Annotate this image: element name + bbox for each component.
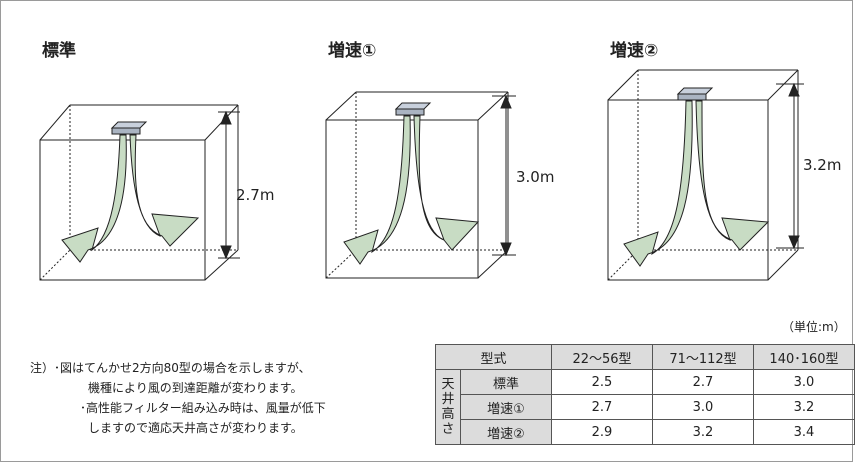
note-line-4: しますので適応天井高さが変わります。 xyxy=(88,421,303,435)
panel-title-speedup-2: 増速② xyxy=(610,41,659,61)
airflow-arrows-icon xyxy=(61,134,200,263)
side-label-char: さ xyxy=(441,422,455,437)
height-label-speedup-2: 3.2m xyxy=(803,156,842,174)
room-diagram-standard xyxy=(39,104,240,281)
row-label: 標準 xyxy=(460,369,552,395)
table-header-row: 型式 22〜56型 71〜112型 140･160型 xyxy=(435,344,855,370)
ceiling-height-side-label: 天 井 高 さ xyxy=(435,369,461,445)
table-header-model: 型式 xyxy=(435,344,552,370)
height-label-standard: 2.7m xyxy=(236,186,275,204)
table-cell: 2.5 xyxy=(551,369,653,395)
table-header-col: 71〜112型 xyxy=(652,344,754,370)
unit-note: （単位:m） xyxy=(782,320,846,334)
table-row: 増速① 2.7 3.0 3.2 xyxy=(436,394,855,420)
ceiling-unit-icon xyxy=(110,121,148,135)
table-cell: 3.4 xyxy=(753,419,855,445)
ceiling-unit-icon xyxy=(394,102,432,116)
note-line-1: 注）･図はてんかせ2方向80型の場合を示しますが、 xyxy=(30,361,311,375)
side-label-char: 井 xyxy=(441,392,455,407)
panel-title-speedup-1: 増速① xyxy=(328,41,377,61)
table-cell: 3.2 xyxy=(652,419,754,445)
side-label-char: 高 xyxy=(441,407,455,422)
height-label-speedup-1: 3.0m xyxy=(516,168,555,186)
row-label: 増速① xyxy=(460,394,552,420)
table-cell: 3.2 xyxy=(753,394,855,420)
airflow-arrows-icon xyxy=(623,100,770,267)
table-header-col: 140･160型 xyxy=(753,344,855,370)
table-row: 増速② 2.9 3.2 3.4 xyxy=(436,419,855,445)
row-label: 増速② xyxy=(460,419,552,445)
side-label-char: 天 xyxy=(441,377,455,392)
table-cell: 2.7 xyxy=(551,394,653,420)
note-line-3: ･高性能フィルター組み込み時は、風量が低下 xyxy=(80,401,326,415)
table-row: 天 井 高 さ 標準 2.5 2.7 3.0 xyxy=(435,369,855,445)
room-diagram-speedup-2 xyxy=(607,69,804,281)
ceiling-unit-icon xyxy=(676,87,714,101)
table-cell: 3.0 xyxy=(753,369,855,395)
ceiling-height-table: 型式 22〜56型 71〜112型 140･160型 天 井 高 さ 標準 2.… xyxy=(435,344,855,445)
table-cell: 3.0 xyxy=(652,394,754,420)
panel-title-standard: 標準 xyxy=(42,41,76,61)
table-cell: 2.9 xyxy=(551,419,653,445)
table-header-col: 22〜56型 xyxy=(551,344,653,370)
table-cell: 2.7 xyxy=(652,369,754,395)
room-diagram-speedup-1 xyxy=(325,91,516,279)
airflow-arrows-icon xyxy=(343,115,480,265)
note-line-2: 機種により風の到達距離が変わります。 xyxy=(88,381,303,395)
